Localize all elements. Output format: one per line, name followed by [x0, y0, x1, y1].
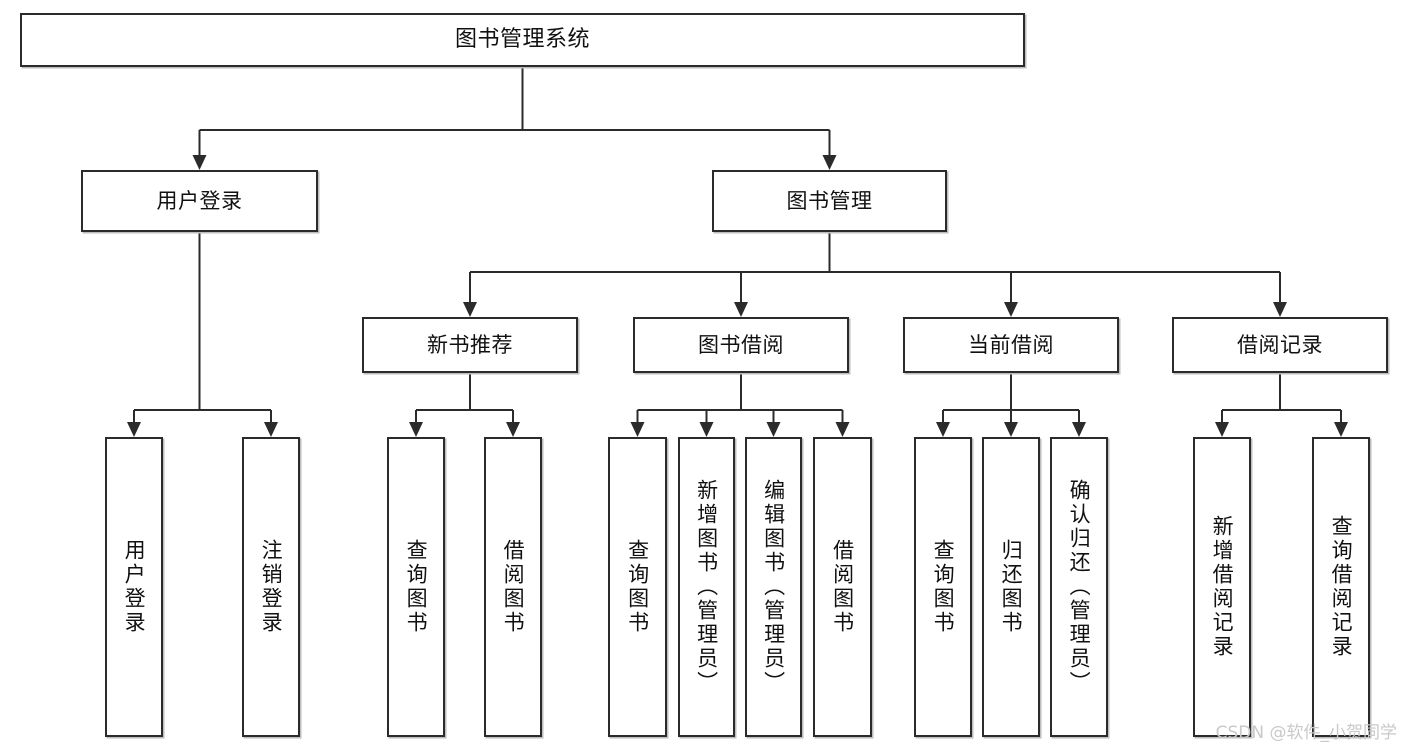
node-leaf-1[interactable]: 用户登录	[105, 437, 163, 737]
connector-arrow-leaf-7	[766, 422, 781, 437]
node-records[interactable]: 借阅记录	[1172, 317, 1388, 373]
node-label: 编辑图书（管理员）	[761, 479, 786, 695]
connector-arrow-leaf-5	[630, 422, 645, 437]
node-label: 查询图书	[625, 539, 650, 635]
connector-arrow-borrow	[734, 302, 748, 317]
node-leaf-13[interactable]: 查询借阅记录	[1312, 437, 1370, 737]
node-leaf-6[interactable]: 新增图书（管理员）	[678, 437, 735, 737]
node-leaf-4[interactable]: 借阅图书	[484, 437, 542, 737]
node-label: 查询借阅记录	[1329, 515, 1354, 659]
node-borrow[interactable]: 图书借阅	[633, 317, 849, 373]
node-leaf-9[interactable]: 查询图书	[914, 437, 972, 737]
node-leaf-2[interactable]: 注销登录	[242, 437, 300, 737]
connector-arrow-leaf-9	[936, 422, 950, 437]
node-label: 查询图书	[931, 539, 956, 635]
node-label: 用户登录	[156, 188, 243, 213]
node-leaf-7[interactable]: 编辑图书（管理员）	[745, 437, 802, 737]
node-label: 用户登录	[122, 539, 147, 635]
node-leaf-8[interactable]: 借阅图书	[813, 437, 872, 737]
node-current[interactable]: 当前借阅	[903, 317, 1119, 373]
node-leaf-11[interactable]: 确认归还（管理员）	[1050, 437, 1108, 737]
node-label: 注销登录	[259, 539, 284, 635]
node-label: 图书管理	[786, 188, 873, 213]
connector-arrow-leaf-11	[1072, 422, 1086, 437]
connector-arrow-newbook	[463, 302, 477, 317]
connector-arrow-current	[1004, 302, 1018, 317]
node-label: 借阅记录	[1237, 332, 1323, 357]
connector-arrow-leaf-12	[1215, 422, 1229, 437]
node-label: 新增借阅记录	[1210, 515, 1235, 659]
node-label: 当前借阅	[968, 332, 1054, 357]
node-leaf-3[interactable]: 查询图书	[387, 437, 445, 737]
connector-arrow-leaf-1	[127, 422, 141, 437]
connector-arrow-login	[192, 155, 207, 170]
connector-arrow-leaf-3	[409, 422, 423, 437]
node-bookmgmt[interactable]: 图书管理	[712, 170, 947, 232]
node-leaf-5[interactable]: 查询图书	[608, 437, 667, 737]
node-label: 借阅图书	[501, 539, 526, 635]
connector-arrow-records	[1273, 302, 1287, 317]
node-leaf-10[interactable]: 归还图书	[982, 437, 1040, 737]
node-label: 查询图书	[404, 539, 429, 635]
node-label: 新增图书（管理员）	[694, 479, 719, 695]
node-label: 确认归还（管理员）	[1067, 479, 1092, 695]
node-label: 图书借阅	[698, 332, 784, 357]
node-label: 借阅图书	[830, 539, 855, 635]
watermark: CSDN @软件_小贺同学	[1215, 723, 1397, 743]
node-leaf-12[interactable]: 新增借阅记录	[1193, 437, 1251, 737]
connector-arrow-bookmgmt	[822, 155, 837, 170]
node-root[interactable]: 图书管理系统	[20, 13, 1025, 67]
connector-arrow-leaf-6	[699, 422, 714, 437]
connector-arrow-leaf-8	[835, 422, 850, 437]
node-label: 图书管理系统	[454, 27, 590, 53]
connector-arrow-leaf-10	[1004, 422, 1018, 437]
node-label: 新书推荐	[427, 332, 513, 357]
node-newbook[interactable]: 新书推荐	[362, 317, 578, 373]
node-login[interactable]: 用户登录	[81, 170, 318, 232]
connector-arrow-leaf-4	[506, 422, 520, 437]
connector-arrow-leaf-13	[1334, 422, 1348, 437]
connector-arrow-leaf-2	[264, 422, 278, 437]
node-label: 归还图书	[999, 539, 1024, 635]
